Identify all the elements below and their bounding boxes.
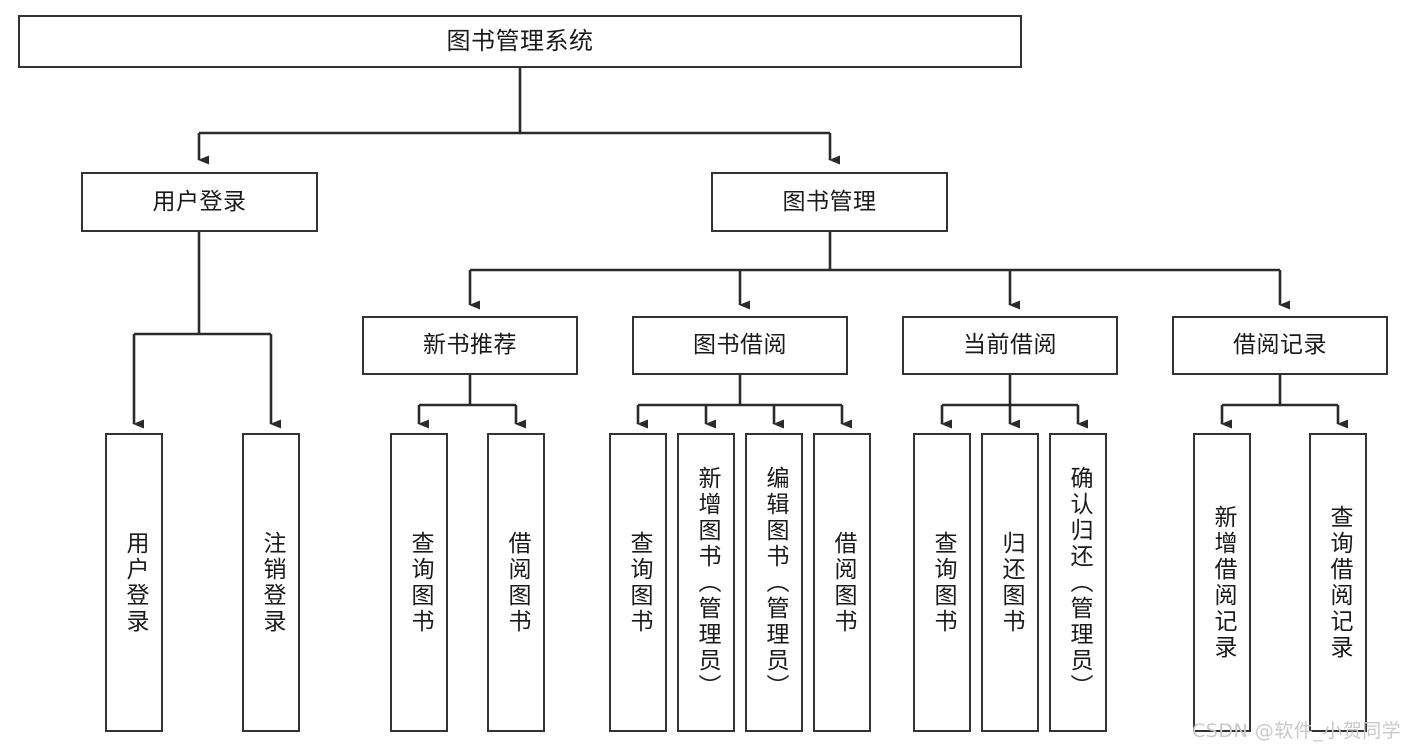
leaf-book-borrow-edit-book-admin[interactable]: 编辑图书（管理员） xyxy=(745,433,803,732)
node-label: 确认归还（管理员） xyxy=(1065,465,1092,700)
watermark-text: CSDN @软件_小贺同学 xyxy=(1192,720,1402,742)
leaf-new-book-borrow-book[interactable]: 借阅图书 xyxy=(487,433,545,732)
leaf-book-borrow-query-book[interactable]: 查询图书 xyxy=(609,433,667,732)
node-label: 归还图书 xyxy=(997,530,1024,635)
node-label: 查询图书 xyxy=(929,530,956,635)
node-label: 图书管理 xyxy=(782,188,877,215)
node-root-book-management-system[interactable]: 图书管理系统 xyxy=(18,15,1022,68)
leaf-current-borrow-confirm-return-admin[interactable]: 确认归还（管理员） xyxy=(1049,433,1107,732)
leaf-book-borrow-borrow-book[interactable]: 借阅图书 xyxy=(813,433,871,732)
leaf-new-book-query-book[interactable]: 查询图书 xyxy=(390,433,448,732)
node-label: 新增图书（管理员） xyxy=(693,465,720,700)
node-current-borrow[interactable]: 当前借阅 xyxy=(902,316,1118,375)
node-new-book-recommend[interactable]: 新书推荐 xyxy=(362,316,578,375)
node-label: 借阅记录 xyxy=(1233,332,1327,359)
node-label: 编辑图书（管理员） xyxy=(761,465,788,700)
node-book-borrow[interactable]: 图书借阅 xyxy=(632,316,848,375)
node-book-management[interactable]: 图书管理 xyxy=(711,172,948,232)
leaf-user-login-logout[interactable]: 注销登录 xyxy=(242,433,300,732)
node-label: 新书推荐 xyxy=(423,332,517,359)
node-label: 借阅图书 xyxy=(503,530,530,635)
leaf-borrow-record-add-record[interactable]: 新增借阅记录 xyxy=(1193,433,1251,732)
node-label: 查询图书 xyxy=(406,530,433,635)
node-label: 用户登录 xyxy=(152,188,247,215)
node-label: 用户登录 xyxy=(121,530,148,635)
leaf-book-borrow-add-book-admin[interactable]: 新增图书（管理员） xyxy=(677,433,735,732)
leaf-borrow-record-query-record[interactable]: 查询借阅记录 xyxy=(1309,433,1367,732)
node-label: 查询图书 xyxy=(625,530,652,635)
node-label: 图书管理系统 xyxy=(446,26,594,55)
node-label: 借阅图书 xyxy=(829,530,856,635)
leaf-current-borrow-return-book[interactable]: 归还图书 xyxy=(981,433,1039,732)
node-label: 注销登录 xyxy=(258,530,285,635)
node-borrow-record[interactable]: 借阅记录 xyxy=(1172,316,1388,375)
leaf-current-borrow-query-book[interactable]: 查询图书 xyxy=(913,433,971,732)
node-label: 图书借阅 xyxy=(693,332,787,359)
node-label: 查询借阅记录 xyxy=(1325,504,1352,661)
node-label: 新增借阅记录 xyxy=(1209,504,1236,661)
node-label: 当前借阅 xyxy=(963,332,1057,359)
node-user-login[interactable]: 用户登录 xyxy=(81,172,318,232)
leaf-user-login-login[interactable]: 用户登录 xyxy=(105,433,163,732)
